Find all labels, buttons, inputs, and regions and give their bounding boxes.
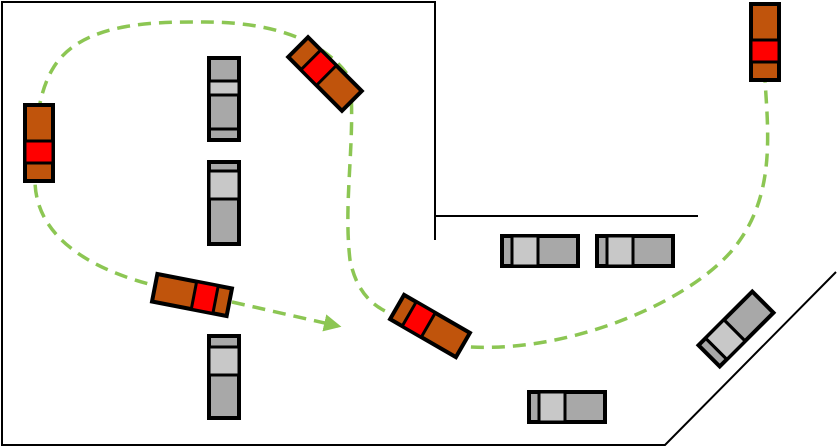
planned-path-segment-upper xyxy=(33,20,416,322)
parked-vehicles xyxy=(207,56,777,424)
parked-car xyxy=(695,288,777,370)
planned-path-arrow-segment xyxy=(231,300,342,332)
ego-vehicle xyxy=(749,2,781,82)
planned-path-group xyxy=(33,20,770,350)
parked-car xyxy=(207,334,241,420)
parked-car xyxy=(595,234,675,268)
ego-vehicle-poses xyxy=(23,2,781,360)
ego-vehicle xyxy=(23,103,55,183)
parked-car xyxy=(500,234,580,268)
ego-vehicle xyxy=(285,34,365,114)
ego-vehicle xyxy=(387,292,473,360)
parked-car xyxy=(207,56,241,142)
ego-vehicle xyxy=(149,271,235,319)
planned-path-segment-lower xyxy=(449,79,770,350)
parked-car xyxy=(527,390,607,424)
parked-car xyxy=(207,160,241,246)
